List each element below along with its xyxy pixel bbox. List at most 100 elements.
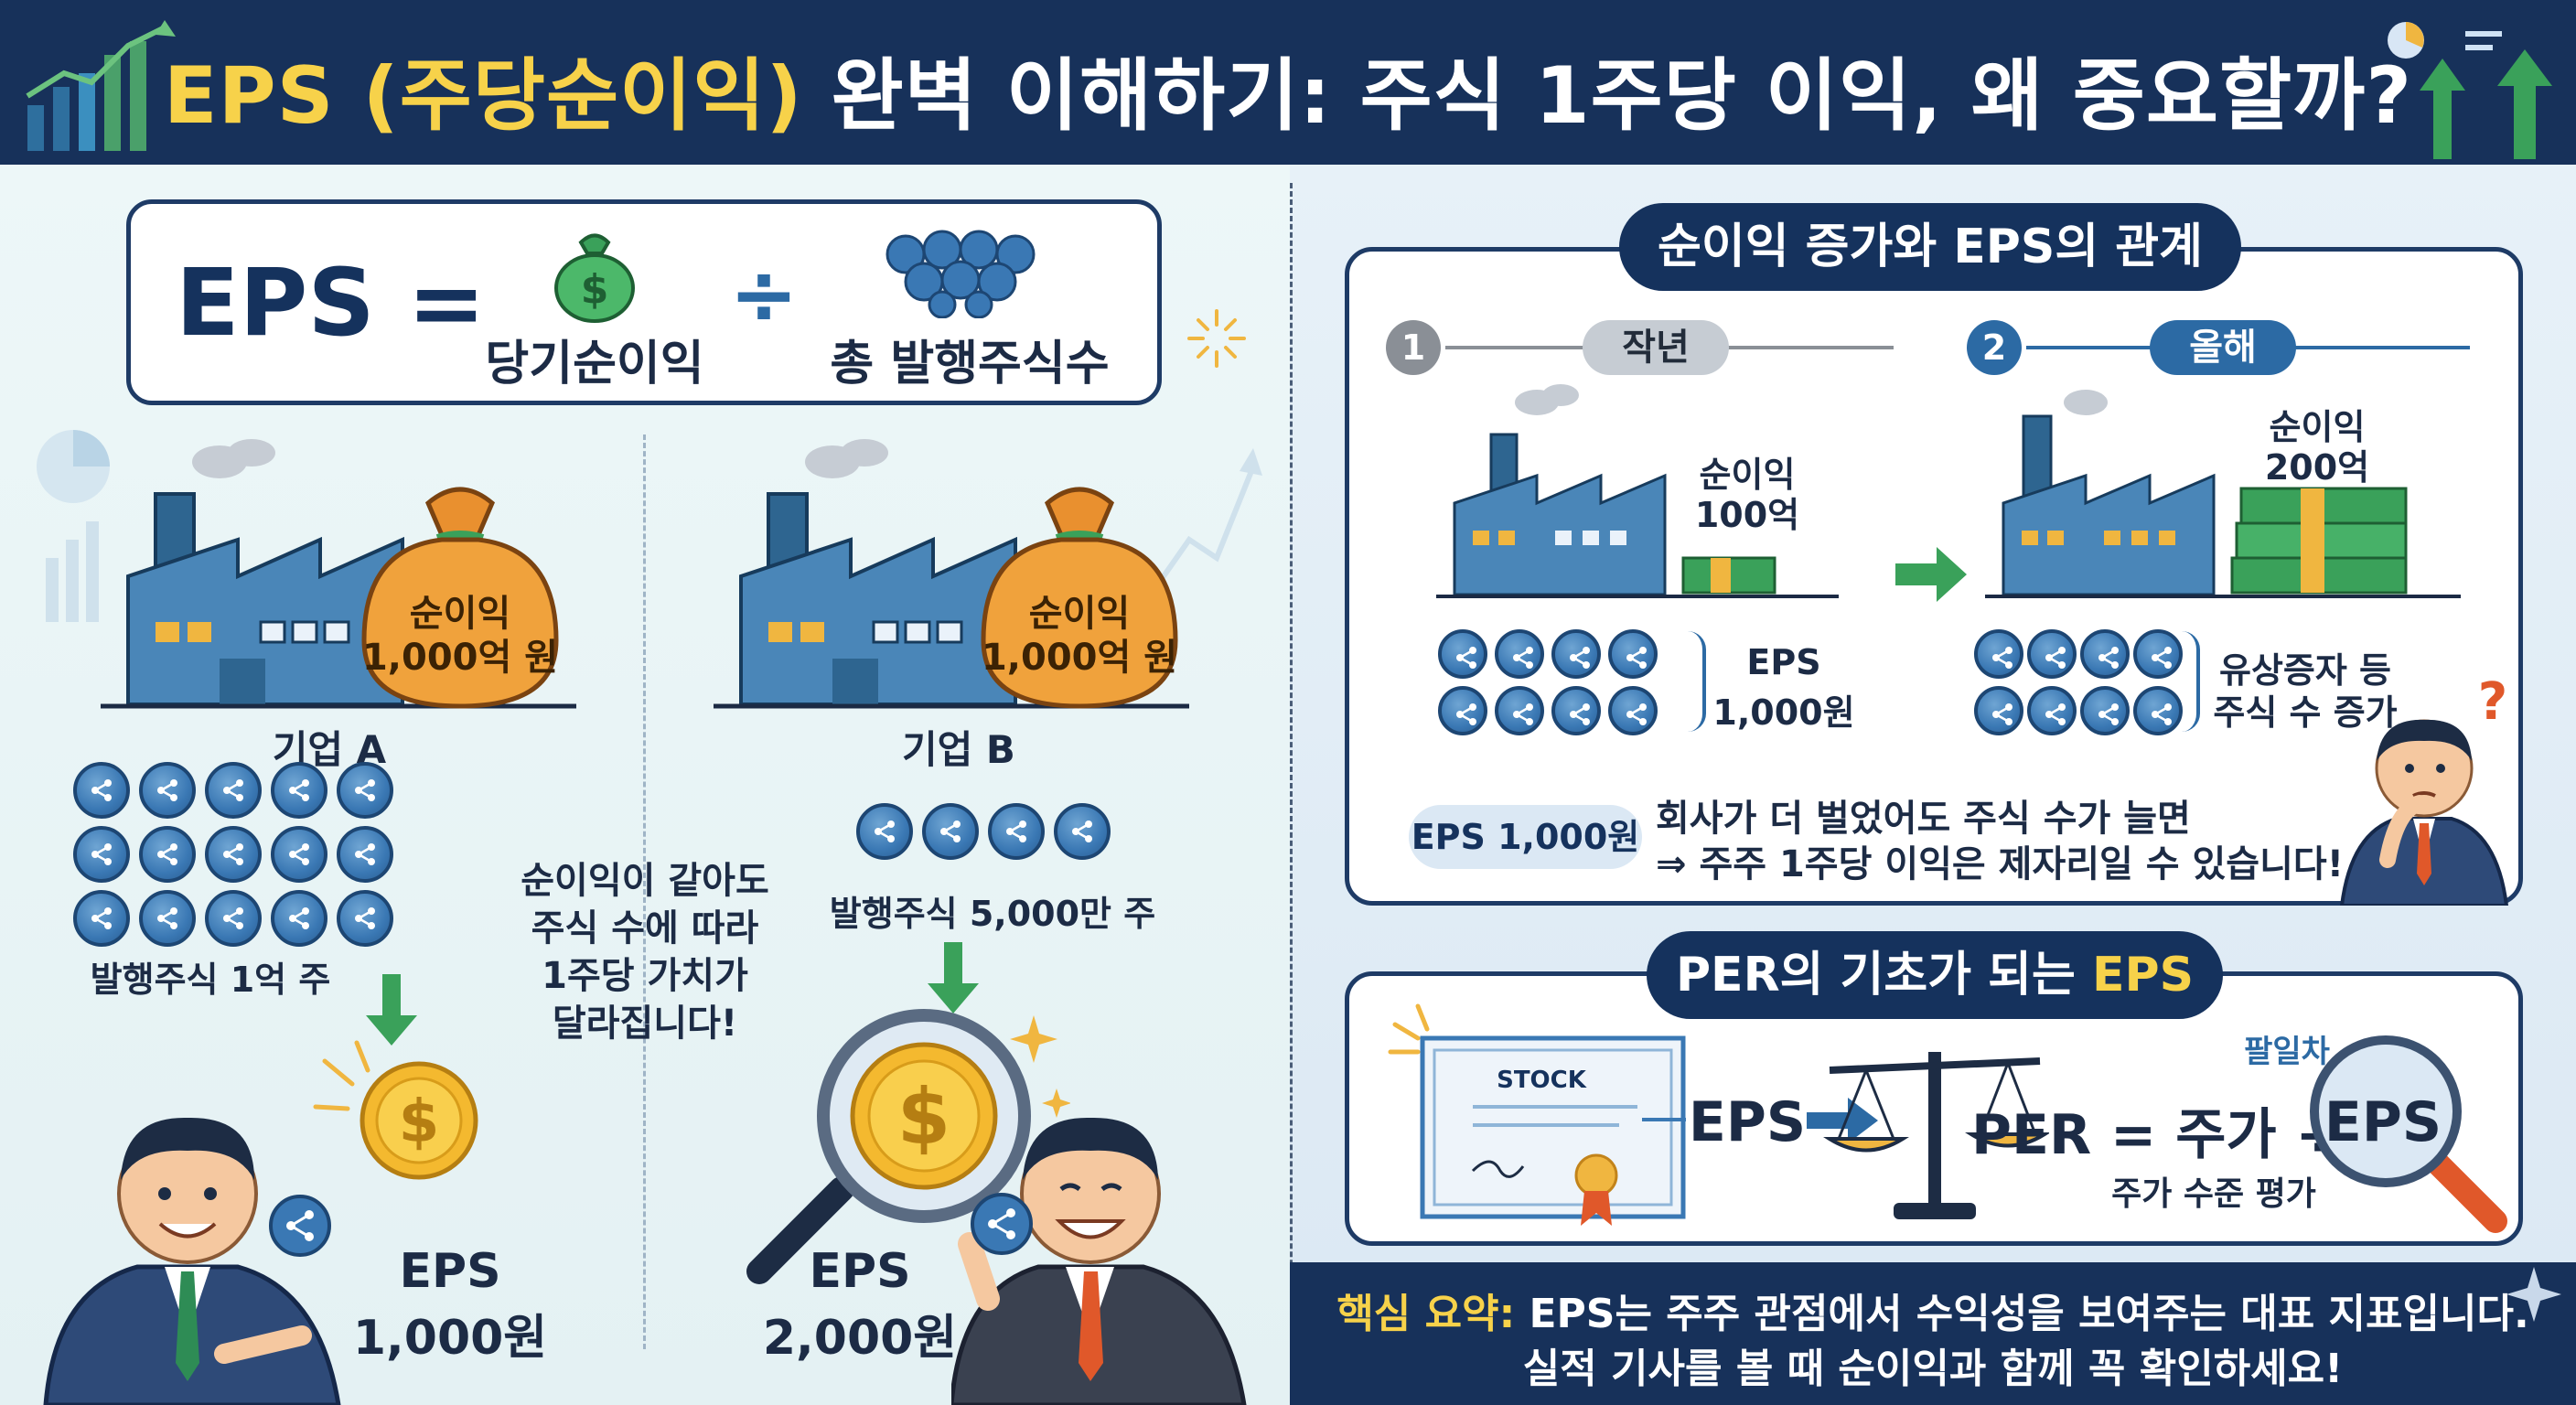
middle-note-line4: 달라집니다!: [552, 1003, 738, 1045]
certificate-connector: [1642, 1118, 1686, 1121]
last-year-profit-line1: 순이익: [1699, 455, 1796, 495]
share-coin-icon: [1608, 686, 1658, 735]
summary-line1: 핵심 요약: EPS는 주주 관점에서 수익성을 보여주는 대표 지표입니다.: [1290, 1281, 2576, 1339]
share-coin-icon: [73, 890, 130, 947]
share-coin-icon: [1974, 686, 2023, 735]
stock-label: STOCK: [1497, 1067, 1586, 1094]
share-coin-icon: [337, 890, 393, 947]
company-a-eps-label: EPS: [399, 1244, 501, 1299]
money-bag-b-icon: [981, 487, 1178, 709]
formula-denominator: 총 발행주식수: [830, 337, 1110, 391]
title-highlight: EPS (주당순이익): [163, 50, 803, 142]
share-coin-icon: [2133, 686, 2183, 735]
this-year-profit-line2: 200억: [2264, 447, 2370, 488]
stock-certificate-icon: [1420, 1035, 1686, 1226]
share-coin-icon: [2080, 686, 2130, 735]
down-arrow-a-icon: [366, 974, 417, 1046]
question-mark: ?: [2477, 672, 2508, 732]
bag-b-line1: 순이익: [1028, 593, 1131, 635]
balance-scale-icon: [1823, 1052, 2049, 1219]
panel-divider: [1290, 183, 1293, 1405]
magnifier-coin-icon: $: [746, 1009, 1070, 1284]
money-bag-icon: $: [554, 233, 635, 323]
relation-title: 순이익 증가와 EPS의 관계: [1619, 203, 2241, 291]
arrows-up-icon: [2388, 22, 2552, 159]
summary-line1-text: EPS는 주주 관점에서 수익성을 보여주는 대표 지표입니다.: [1515, 1291, 2529, 1337]
per-eps-text: EPS: [1688, 1090, 1807, 1154]
bag-b-line2: 1,000억 원: [981, 637, 1178, 679]
step1-number: 1: [1386, 320, 1441, 375]
share-coin-icon: [1495, 686, 1544, 735]
share-coin-icon: [2027, 629, 2077, 679]
middle-note-line2: 주식 수에 따라: [531, 907, 759, 949]
step1-label: 작년: [1583, 320, 1729, 375]
this-year-profit-line1: 순이익: [2269, 407, 2366, 447]
sparkle-icon: [1187, 309, 1246, 368]
share-coin-icon: [73, 826, 130, 883]
issue-line1: 유상증자 등: [2218, 650, 2392, 691]
formula-numerator: 당기순이익: [485, 337, 704, 391]
issue-line2: 주식 수 증가: [2213, 692, 2398, 733]
eps-badge: EPS 1,000원: [1409, 805, 1642, 869]
gold-coin-a-icon: $: [313, 1040, 478, 1180]
brace-this-year: [2182, 631, 2200, 732]
page-title: EPS (주당순이익) 완벽 이해하기: 주식 1주당 이익, 왜 중요할까?: [0, 31, 2576, 145]
share-coin-icon: [1495, 629, 1544, 679]
blue-right-arrow-icon: [1807, 1098, 1878, 1143]
magnifier-eps-icon: [2310, 1035, 2507, 1233]
share-coin-icon: [856, 803, 913, 860]
share-coin-icon: [205, 890, 262, 947]
share-coin-icon: [988, 803, 1045, 860]
share-coin-icon: [2133, 629, 2183, 679]
step2-number: 2: [1967, 320, 2022, 375]
svg-text:$: $: [581, 266, 609, 313]
down-arrow-b-icon: [928, 942, 979, 1014]
pie-chart-icon: [37, 430, 110, 622]
bag-a-line2: 1,000억 원: [361, 637, 559, 679]
share-coin-icon: [1551, 629, 1601, 679]
middle-note-line1: 순이익이 같아도: [521, 860, 769, 902]
relation-note-line1: 회사가 더 벌었어도 주식 수가 늘면: [1656, 798, 2191, 840]
magnifier-label: 팔일차: [2244, 1034, 2330, 1070]
bag-a-line1: 순이익: [409, 593, 511, 635]
middle-note-line3: 1주당 가치가: [542, 955, 748, 997]
company-b-eps-label: EPS: [809, 1244, 911, 1299]
svg-text:$: $: [897, 1072, 950, 1162]
businessman-b-icon: [951, 1117, 1247, 1405]
growth-chart-icon: [26, 20, 176, 151]
share-coin-icon: [1438, 629, 1487, 679]
share-coin-icon: [205, 826, 262, 883]
sparkle-star-icon: [2506, 1267, 2561, 1322]
share-coin-icon: [2027, 686, 2077, 735]
trend-chart-icon: [1154, 448, 1262, 587]
formula-lhs: EPS =: [176, 249, 486, 358]
share-coin-icon: [139, 762, 196, 819]
header-banner: EPS (주당순이익) 완벽 이해하기: 주식 1주당 이익, 왜 중요할까?: [0, 0, 2576, 165]
per-caption: 주가 수준 평가: [2111, 1175, 2316, 1213]
share-coin-icon: [139, 890, 196, 947]
company-b-eps-value: 2,000원: [762, 1311, 958, 1366]
money-bag-a-icon: [361, 487, 559, 709]
last-year-profit-line2: 100억: [1694, 495, 1800, 535]
share-coin-icon: [337, 762, 393, 819]
thinking-businessman-icon: [2339, 719, 2509, 906]
share-coin-icon: [271, 826, 327, 883]
per-formula: PER = 주가 ÷: [1971, 1103, 2342, 1167]
svg-text:$: $: [399, 1089, 440, 1156]
share-coins-stack-icon: [886, 230, 1036, 318]
company-a-eps-value: 1,000원: [352, 1311, 548, 1366]
factory-a-icon: [101, 439, 576, 709]
factory-this-year-icon: [1985, 390, 2461, 598]
share-coin-icon: [337, 826, 393, 883]
formula-divide-sign: ÷: [729, 247, 799, 343]
company-a-name: 기업 A: [272, 727, 387, 772]
share-coin-icon: [922, 803, 979, 860]
summary-highlight: 핵심 요약:: [1336, 1291, 1516, 1337]
share-coin-icon: [1608, 629, 1658, 679]
share-coin-icon: [1438, 686, 1487, 735]
right-arrow-icon: [1895, 547, 1967, 602]
factory-last-year-icon: [1436, 384, 1839, 598]
per-formula-eps: EPS: [2324, 1090, 2442, 1154]
sparkle-lines-icon: [1388, 1003, 1430, 1055]
company-b-shares-label: 발행주식 5,000만 주: [829, 894, 1156, 934]
